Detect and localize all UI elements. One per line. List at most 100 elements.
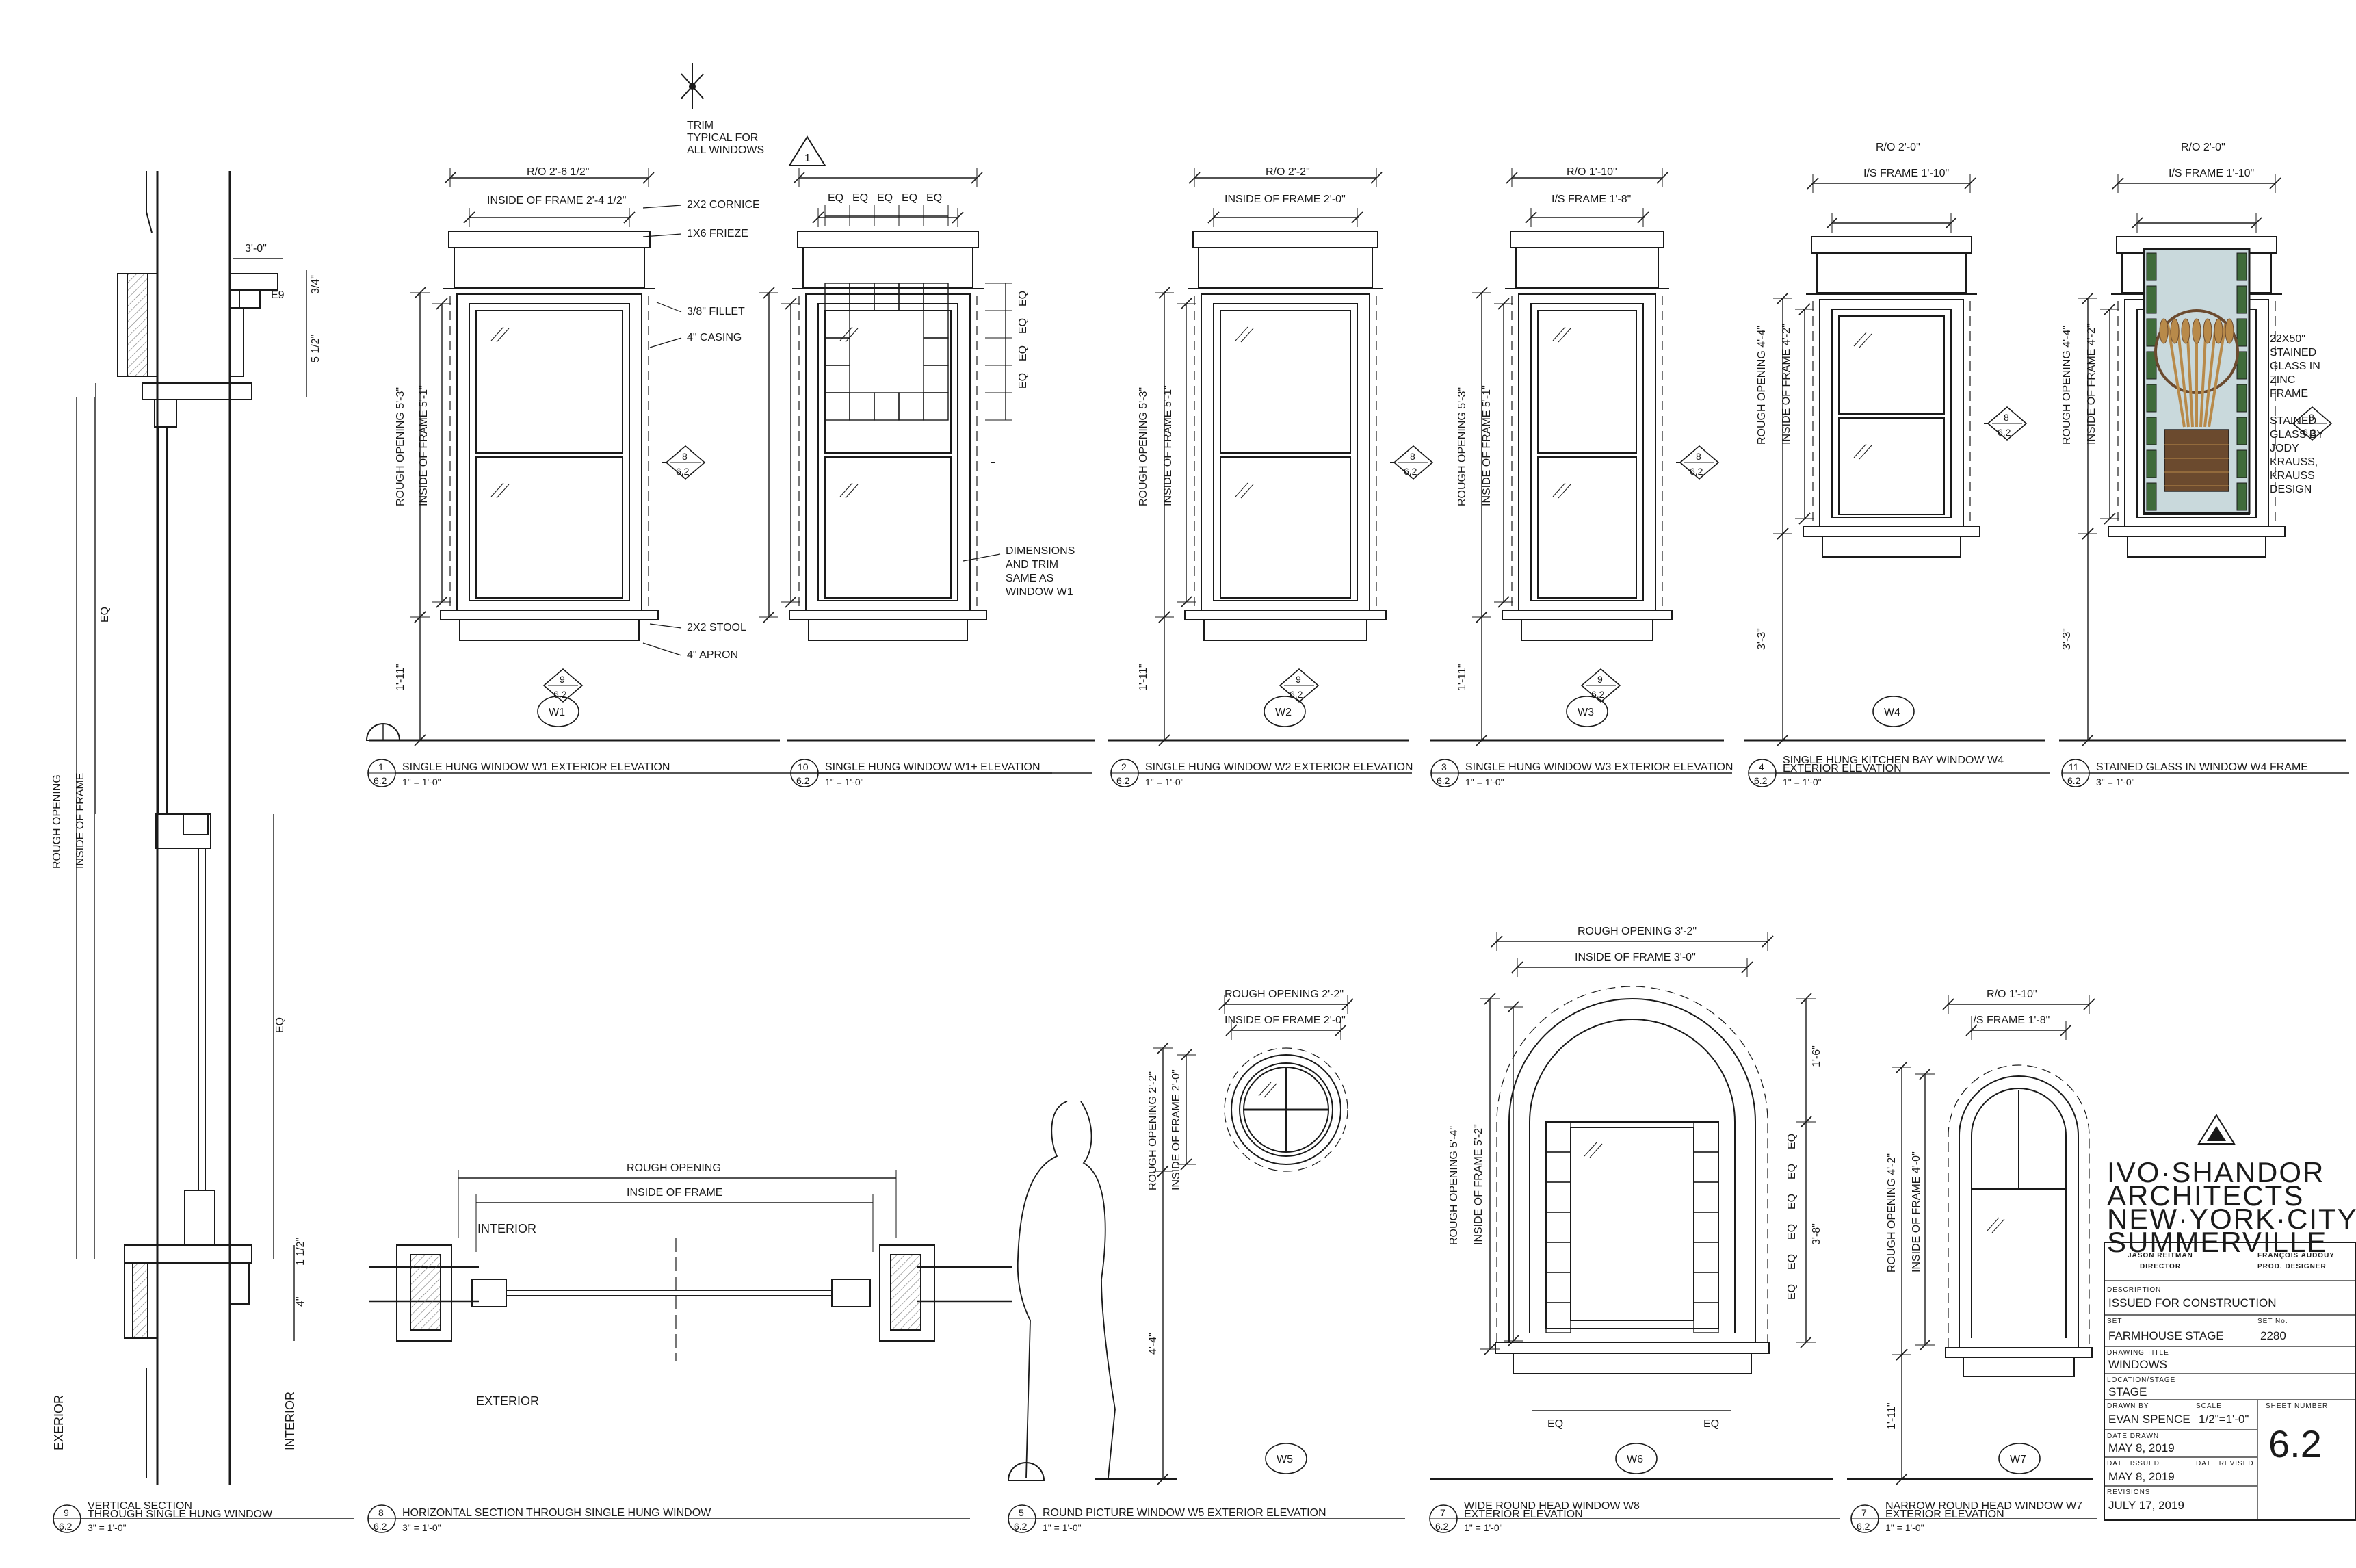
w6-inside-tick (1741, 961, 1753, 974)
drawing-title-text: SINGLE HUNG WINDOW W2 EXTERIOR ELEVATION (1145, 761, 1413, 773)
w1plus-eq-side: EQ (1017, 345, 1029, 361)
setno-label: SET No. (2257, 1318, 2288, 1325)
w4s-section-marker-num: 8 (2309, 412, 2314, 423)
drawing-ref-num: 3 (1441, 761, 1447, 772)
w1plus-rov-tick (763, 287, 775, 299)
description-value: ISSUED FOR CONSTRUCTION (2108, 1296, 2277, 1309)
vsection-eq-lower: EQ (274, 1017, 286, 1033)
w5-inside-tick (1225, 1024, 1238, 1036)
w6-eq-side: EQ (1786, 1224, 1798, 1240)
stained-glass-note-line: KRAUSS, (2270, 456, 2318, 468)
stained-border-tile (2146, 318, 2157, 347)
w1plus-dims-2: AND TRIM (1006, 559, 1058, 571)
w4s-ro-tick (2269, 177, 2281, 190)
w4-section-marker-diamond (1987, 406, 2028, 441)
w5-sill-height: 4'-4" (1147, 1333, 1159, 1355)
w4-glass-mark (1859, 333, 1872, 348)
w3-inside-tick (1637, 211, 1649, 224)
w4-cornice (1811, 236, 1972, 254)
w1-rough-opening-v: ROUGH OPENING 5'-3" (395, 387, 406, 506)
w1-frieze (454, 247, 645, 288)
trim-note-leader (649, 623, 682, 629)
scale-figure (1017, 1101, 1116, 1478)
w1-inside-frame-v: INSIDE OF FRAME 5'-1" (418, 385, 430, 506)
stained-wheat-head (2170, 318, 2180, 344)
w1-section-half-marker (365, 723, 401, 741)
stained-glass-note-line: JODY (2270, 443, 2299, 454)
w4-lower-sash (1838, 417, 1945, 515)
w2-inside-tick (1351, 211, 1363, 224)
w6-stool (1495, 1342, 1770, 1354)
w1-cornice-note: 2X2 CORNICE (687, 199, 760, 211)
w6-rough-opening-v: ROUGH OPENING 5'-4" (1448, 1126, 1460, 1245)
drawing-ref-sheet: 6.2 (1754, 775, 1768, 786)
w7-apron (1963, 1357, 2075, 1377)
stained-border-tile (2236, 285, 2247, 314)
w4s-inside-frame-v: INSIDE OF FRAME 4'-2" (2086, 324, 2097, 445)
w5-inner-frame (1239, 1062, 1333, 1157)
w2-inside-tick (1207, 211, 1220, 224)
director-role: DIRECTOR (2140, 1263, 2181, 1270)
w3-glass-mark (1552, 326, 1566, 341)
location-label: LOCATION/STAGE (2107, 1376, 2175, 1384)
stained-wheat-stalk (2176, 324, 2190, 428)
w4s-inside-frame-label: I/S FRAME 1'-10" (2169, 168, 2254, 179)
sheet-number-label: SHEET NUMBER (2266, 1402, 2328, 1410)
w6-side-pane-left (1545, 1121, 1571, 1153)
w1-sill-tick (414, 734, 426, 746)
w7-rough-opening-v: ROUGH OPENING 4'-2" (1886, 1153, 1898, 1272)
w1-rov-tick (414, 287, 426, 299)
drawing-title-text: VERTICAL SECTION (88, 1500, 192, 1512)
set-value: FARMHOUSE STAGE (2108, 1329, 2224, 1342)
w1plus-muntin-pane (923, 337, 949, 366)
w4s-inside-tick (2250, 217, 2262, 229)
drawing-scale-text: 1" = 1'-0" (1783, 776, 1822, 787)
w3-sill-tick (1476, 611, 1488, 623)
w1plus-dims-1: DIMENSIONS (1006, 545, 1075, 557)
w4-sill-tick (1777, 734, 1789, 746)
stained-glass-note-line: GLASS IN (2270, 361, 2320, 372)
w1plus-muntin-pane (923, 392, 949, 421)
stained-glass-note-line: FRAME (2270, 388, 2308, 400)
w6-apron (1513, 1353, 1752, 1374)
trim-tag-triangle-icon (788, 135, 826, 166)
vsection-eq-upper: EQ (99, 607, 111, 623)
w4-ro-label: R/O 2'-0" (1876, 142, 1920, 153)
scale-label: SCALE (2196, 1402, 2222, 1410)
w6-rov-tick (1484, 993, 1496, 1005)
stained-border-tile (2146, 449, 2157, 478)
stained-border-tile (2236, 482, 2247, 511)
stained-glass-note-line: STAINED (2270, 347, 2316, 358)
w7-glass-mark (1991, 1218, 2005, 1233)
w6-insidev-tick (1507, 1001, 1519, 1013)
w1-section-marker-sheet: 6.2 (676, 466, 690, 477)
w3-inside-frame-label: I/S FRAME 1'-8" (1552, 194, 1631, 205)
w6-inside-frame-v: INSIDE OF FRAME 5'-2" (1473, 1124, 1484, 1245)
trim-tag-number: 1 (804, 153, 811, 164)
w1-glass-mark (496, 328, 510, 343)
w1-sill-marker-sheet: 6.2 (553, 689, 567, 700)
date-revised-label: DATE REVISED (2196, 1460, 2254, 1467)
stained-border-tile (2236, 318, 2247, 347)
w4-inside-frame-label: I/S FRAME 1'-10" (1863, 168, 1949, 179)
w2-insidev-tick (1180, 298, 1192, 310)
drawing-ref-num: 5 (1019, 1507, 1024, 1518)
w4s-rough-opening-v: ROUGH OPENING 4'-4" (2061, 326, 2073, 445)
drawing-ref-sheet: 6.2 (374, 1521, 387, 1532)
w4-apron (1822, 536, 1961, 558)
drawing-ref-sheet: 6.2 (59, 1521, 73, 1532)
w1plus-insidev-tick (785, 596, 797, 608)
w6-side-pane-right (1693, 1302, 1719, 1333)
drawing-ref-num: 10 (798, 761, 809, 772)
w3-rough-opening-v: ROUGH OPENING 5'-3" (1456, 387, 1468, 506)
location-value: STAGE (2108, 1385, 2147, 1398)
w4s-sill-tick (2082, 527, 2094, 540)
drawing-scale-text: 1" = 1'-0" (1145, 776, 1184, 787)
stained-border-tile (2236, 449, 2247, 478)
w3-upper-sash (1537, 310, 1637, 454)
w1-casing-note: 4" CASING (687, 332, 742, 343)
